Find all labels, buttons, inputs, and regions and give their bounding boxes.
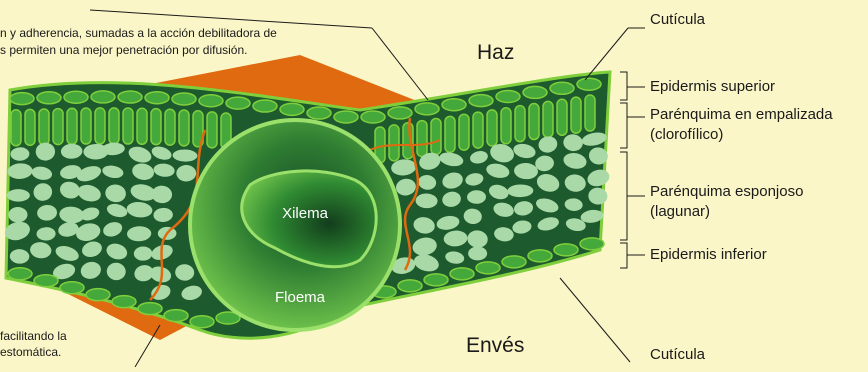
label-xilema: Xilema [282, 205, 329, 222]
epidermis-cell [415, 103, 439, 115]
palisade-cell [459, 114, 469, 150]
epidermis-cell [496, 91, 520, 103]
epidermis-cell [8, 268, 32, 280]
leader-cuticula-bottom [560, 278, 630, 362]
bracket-epidermis-superior [620, 72, 645, 100]
epidermis-cell [64, 91, 88, 103]
epidermis-cell [164, 310, 188, 322]
epidermis-cell [450, 268, 474, 280]
label-floema: Floema [275, 289, 326, 306]
epidermis-cell [10, 93, 34, 105]
palisade-cell [543, 101, 553, 137]
label-empalizada-1: Parénquima en empalizada [650, 106, 833, 124]
spongy-cell [176, 165, 196, 182]
note-top-line2: s permiten una mejor penetración por dif… [0, 43, 247, 57]
epidermis-cell [523, 86, 547, 98]
palisade-cell [445, 116, 455, 152]
bracket-esponjoso [620, 152, 645, 240]
epidermis-cell [502, 256, 526, 268]
epidermis-cell [37, 92, 61, 104]
epidermis-cell [424, 274, 448, 286]
epidermis-cell [190, 316, 214, 328]
epidermis-cell [60, 282, 84, 294]
bracket-empalizada [620, 103, 645, 148]
epidermis-cell [118, 91, 142, 103]
palisade-cell [123, 108, 133, 144]
label-esponjoso-2: (lagunar) [650, 203, 710, 221]
note-bottom-line1: facilitando la [0, 329, 67, 343]
epidermis-cell [469, 95, 493, 107]
palisade-cell [95, 108, 105, 144]
epidermis-cell [388, 107, 412, 119]
palisade-cell [389, 125, 399, 161]
epidermis-cell [361, 111, 385, 123]
palisade-cell [557, 99, 567, 135]
label-epidermis-superior: Epidermis superior [650, 78, 775, 96]
palisade-cell [165, 109, 175, 145]
epidermis-cell [145, 92, 169, 104]
note-bottom-line2: estomática. [0, 345, 61, 359]
label-epidermis-inferior: Epidermis inferior [650, 246, 767, 264]
label-esponjoso-1: Parénquima esponjoso [650, 183, 803, 201]
epidermis-cell [554, 244, 578, 256]
epidermis-cell [253, 100, 277, 112]
epidermis-cell [442, 99, 466, 111]
epidermis-cell [580, 238, 604, 250]
palisade-cell [571, 97, 581, 133]
epidermis-cell [334, 111, 358, 123]
palisade-cell [179, 110, 189, 146]
epidermis-cell [34, 275, 58, 287]
epidermis-cell [138, 303, 162, 315]
epidermis-cell [528, 250, 552, 262]
palisade-cell [109, 108, 119, 144]
palisade-cell [529, 104, 539, 140]
palisade-cell [473, 112, 483, 148]
palisade-cell [39, 109, 49, 145]
palisade-cell [137, 108, 147, 144]
epidermis-cell [112, 296, 136, 308]
palisade-cell [487, 110, 497, 146]
palisade-cell [67, 108, 77, 144]
epidermis-cell [550, 82, 574, 94]
palisade-cell [431, 118, 441, 154]
epidermis-cell [577, 78, 601, 90]
label-cuticula-top: Cutícula [650, 11, 705, 29]
epidermis-cell [476, 262, 500, 274]
epidermis-cell [307, 107, 331, 119]
epidermis-cell [280, 103, 304, 115]
palisade-cell [81, 108, 91, 144]
palisade-cell [151, 109, 161, 145]
spongy-cell [468, 246, 487, 260]
note-top-line1: n y adherencia, sumadas a la acción debi… [0, 26, 277, 40]
label-haz: Haz [477, 40, 514, 65]
epidermis-cell [398, 280, 422, 292]
epidermis-cell [172, 93, 196, 105]
epidermis-cell [226, 97, 250, 109]
spongy-cell [7, 189, 30, 201]
palisade-cell [11, 110, 21, 146]
palisade-cell [515, 106, 525, 142]
epidermis-cell [91, 91, 115, 103]
bracket-epidermis-inferior [620, 243, 645, 268]
palisade-cell [417, 121, 427, 157]
label-empalizada-2: (clorofílico) [650, 126, 723, 144]
palisade-cell [207, 112, 217, 148]
palisade-cell [25, 109, 35, 145]
label-cuticula-bottom: Cutícula [650, 346, 705, 364]
palisade-cell [53, 109, 63, 145]
label-enves: Envés [466, 333, 524, 358]
epidermis-cell [199, 95, 223, 107]
palisade-cell [585, 95, 595, 131]
epidermis-cell [86, 289, 110, 301]
palisade-cell [501, 108, 511, 144]
